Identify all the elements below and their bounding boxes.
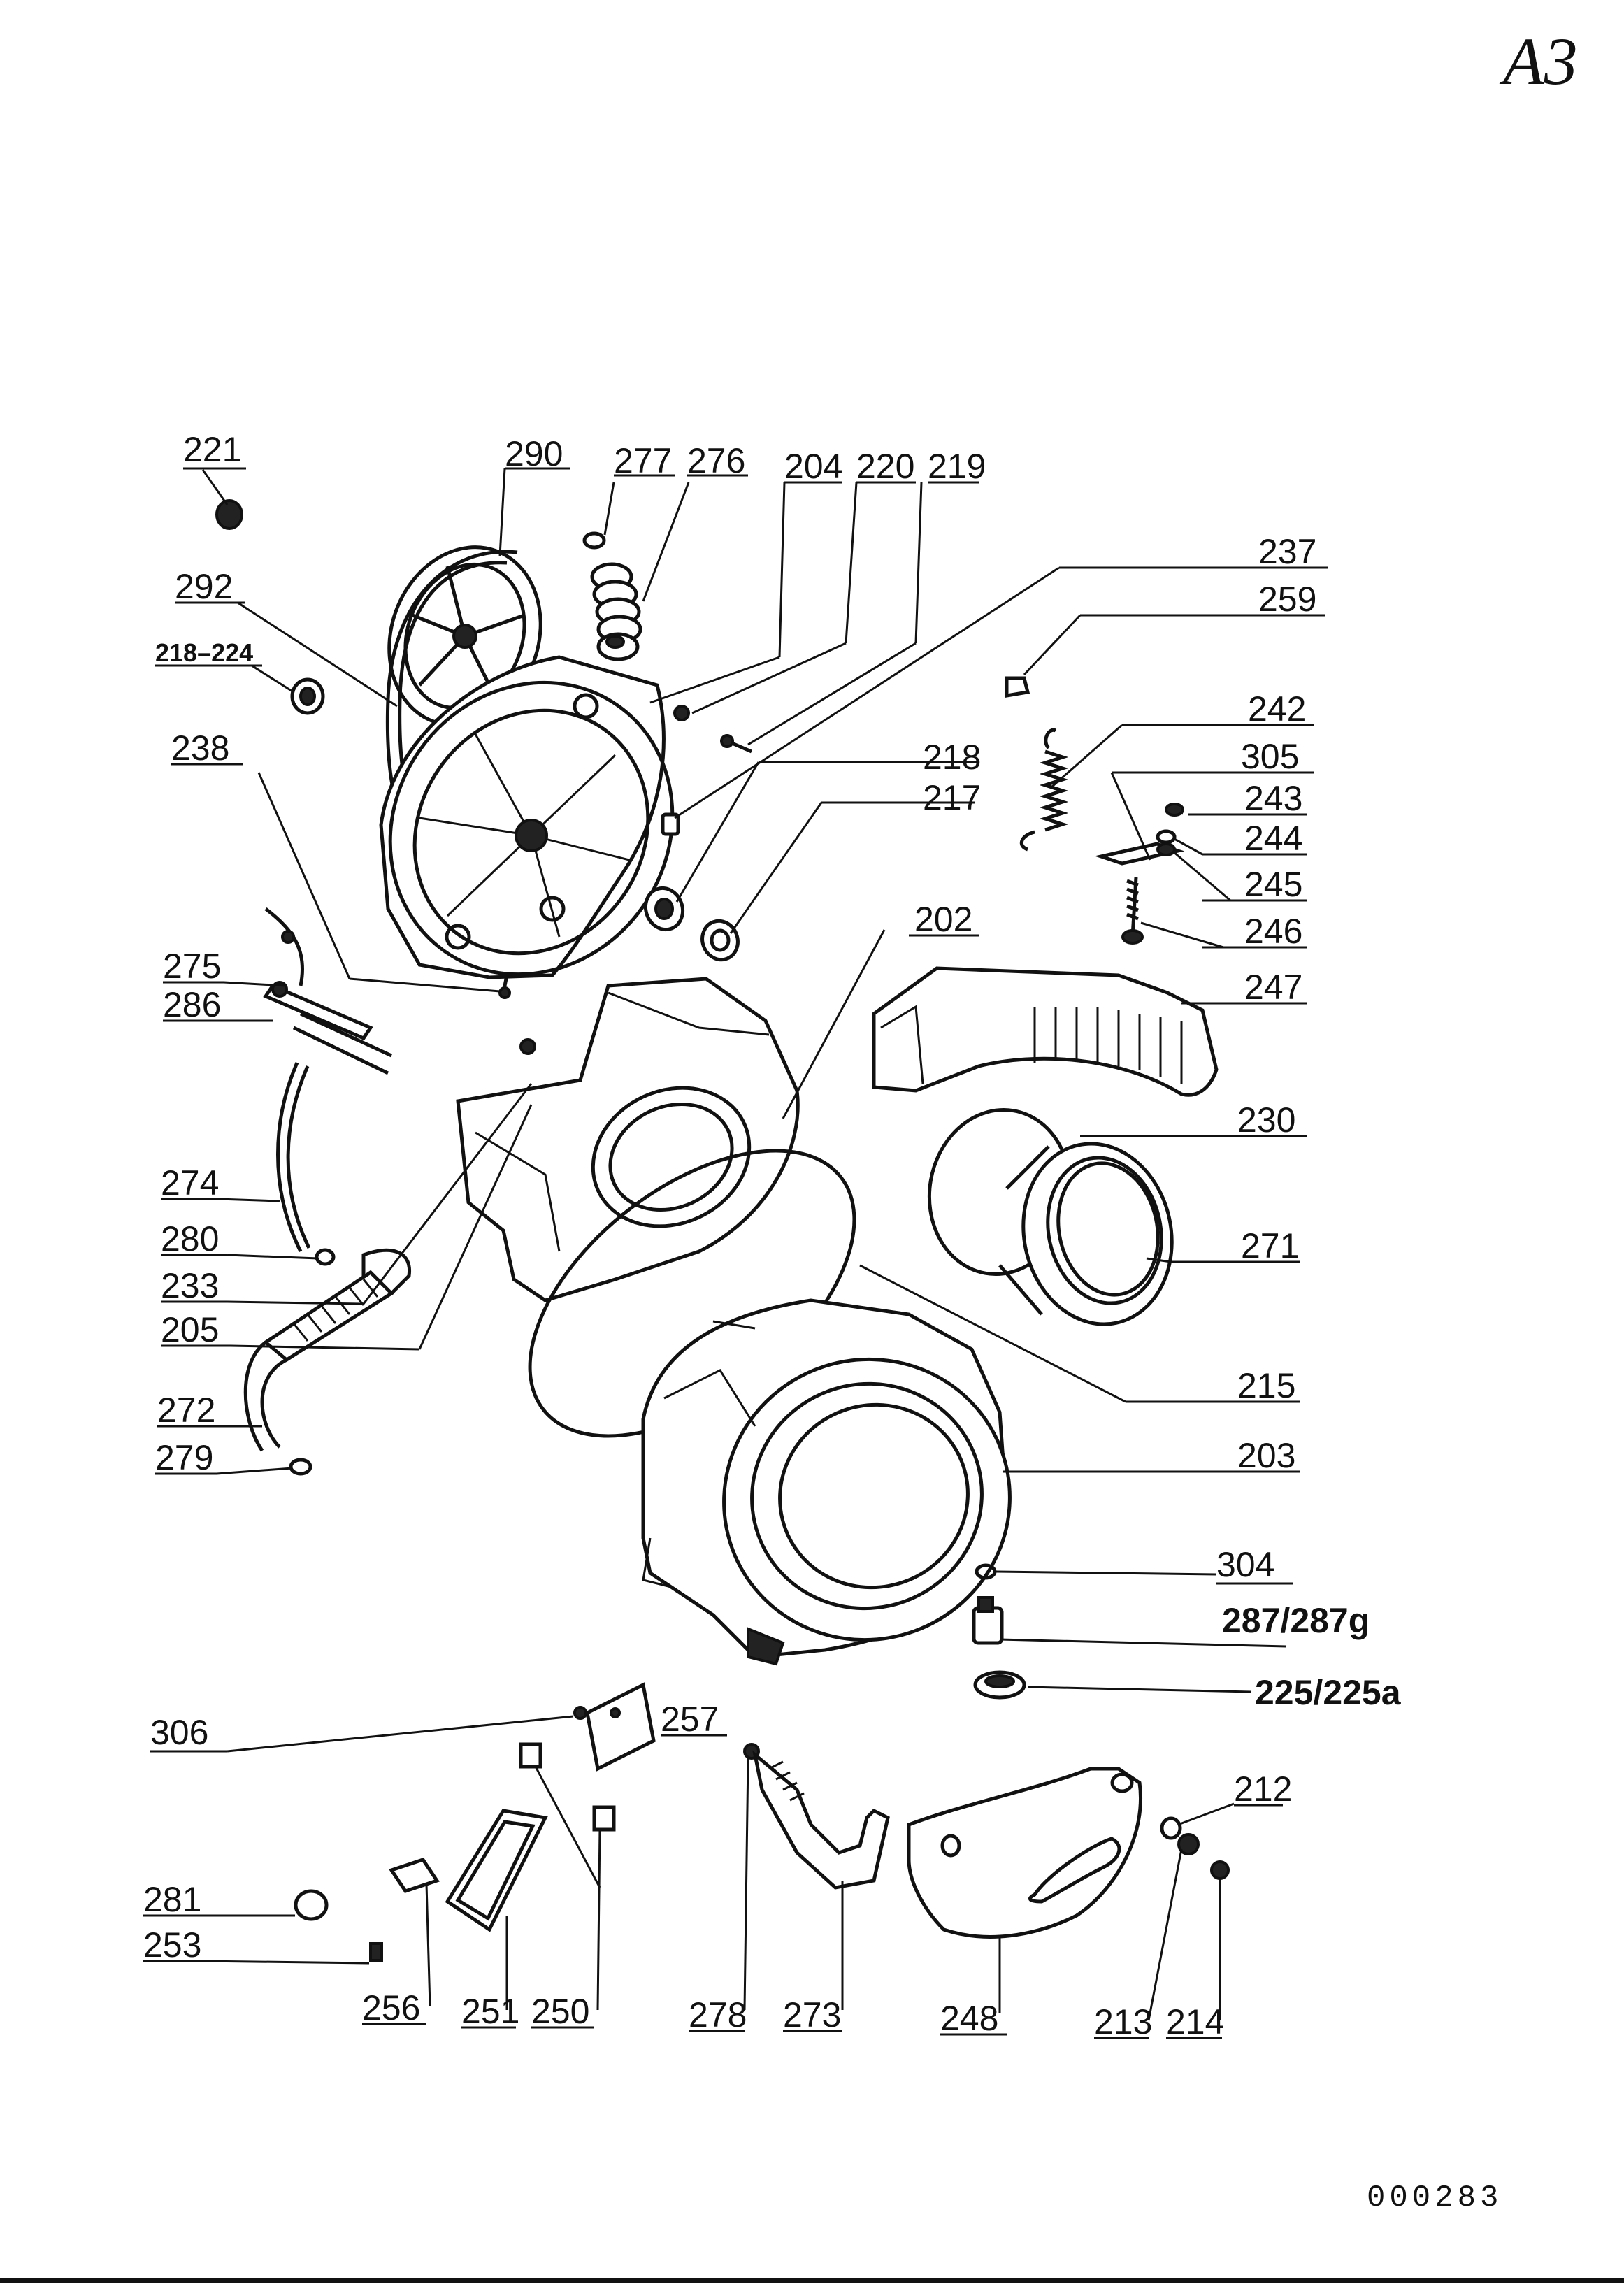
part-219-screw	[720, 734, 752, 754]
label-274: 274	[161, 1163, 219, 1202]
label-281: 281	[143, 1880, 201, 1919]
part-248-weight-plate	[907, 1767, 1142, 1939]
leader-lines	[143, 467, 1328, 2039]
part-281-pad	[294, 1889, 329, 1921]
label-256: 256	[362, 1988, 420, 2027]
part-218-224-bearing	[290, 677, 325, 715]
part-217-bearing	[700, 919, 740, 962]
label-218-224: 218–224	[155, 638, 253, 667]
part-306-screw	[573, 1706, 587, 1720]
part-287-level-switch	[972, 1596, 1004, 1645]
part-253-screw	[369, 1942, 383, 1962]
label-203: 203	[1237, 1436, 1295, 1475]
label-287-287g: 287/287g	[1222, 1601, 1370, 1640]
label-253: 253	[143, 1925, 201, 1965]
part-277-ring	[582, 531, 606, 550]
label-213: 213	[1094, 2002, 1152, 2041]
part-275-hose	[264, 907, 305, 986]
label-251: 251	[461, 1992, 519, 2031]
part-246-bolt	[1121, 877, 1144, 945]
part-237-clip	[661, 812, 680, 836]
label-271: 271	[1241, 1226, 1299, 1265]
part-280-clamp	[315, 1248, 336, 1266]
part-250-plate	[519, 1742, 616, 1832]
label-215: 215	[1237, 1366, 1295, 1405]
part-220-nut	[673, 705, 690, 721]
label-279: 279	[155, 1438, 213, 1477]
label-219: 219	[928, 447, 986, 486]
part-304-o-ring	[975, 1563, 997, 1580]
part-247-counterweight	[872, 966, 1219, 1097]
part-203-outer-tub	[641, 1298, 1012, 1666]
label-257: 257	[661, 1700, 719, 1739]
part-labels: 221 290 277 276 204 220 219 237 259 292 …	[143, 430, 1402, 2041]
part-251-gasket	[445, 1809, 548, 1932]
label-230: 230	[1237, 1100, 1295, 1140]
label-275: 275	[163, 947, 221, 986]
label-244: 244	[1244, 819, 1302, 858]
label-202: 202	[914, 900, 972, 939]
page-mark: A3	[1499, 24, 1578, 99]
label-280: 280	[161, 1219, 219, 1258]
label-304: 304	[1216, 1545, 1274, 1584]
part-274-hose	[276, 1061, 311, 1253]
label-221: 221	[183, 430, 241, 469]
label-245: 245	[1244, 865, 1302, 904]
label-248: 248	[940, 1999, 998, 2038]
part-279-clip	[289, 1458, 312, 1476]
part-256-clip	[389, 1858, 440, 1893]
part-213-washer	[1177, 1833, 1200, 1855]
part-212-washer	[1160, 1816, 1182, 1840]
label-259: 259	[1258, 580, 1316, 619]
part-238-screw	[498, 975, 511, 999]
label-272: 272	[157, 1391, 215, 1430]
label-247: 247	[1244, 968, 1302, 1007]
part-257-plate	[585, 1682, 656, 1772]
label-305: 305	[1241, 737, 1299, 776]
part-225-rubber-pad	[973, 1670, 1026, 1700]
label-242: 242	[1248, 689, 1306, 728]
label-292: 292	[175, 567, 233, 606]
label-220: 220	[856, 447, 914, 486]
part-276-hose	[590, 562, 642, 661]
part-245-washer	[1156, 842, 1176, 856]
label-212: 212	[1234, 1769, 1292, 1809]
part-218-bearing	[644, 886, 684, 932]
label-238: 238	[171, 728, 229, 768]
label-243: 243	[1244, 779, 1302, 818]
label-218: 218	[923, 738, 981, 777]
label-278: 278	[689, 1995, 747, 2034]
part-259-clip	[1005, 676, 1030, 698]
label-225-225a: 225/225a	[1255, 1673, 1402, 1712]
label-205: 205	[161, 1310, 219, 1349]
part-243-washer	[1165, 803, 1184, 817]
part-214-nut	[1210, 1860, 1230, 1880]
part-204-rear-tub-cover	[379, 655, 675, 979]
label-246: 246	[1244, 912, 1302, 951]
part-273-drain-hose	[752, 1750, 890, 1890]
part-221-cap	[215, 499, 243, 530]
part-286-heating-element	[263, 981, 393, 1075]
label-277: 277	[614, 441, 672, 480]
label-286: 286	[163, 985, 221, 1024]
document-number: 000283	[1367, 2181, 1502, 2215]
label-237: 237	[1258, 532, 1316, 571]
label-217: 217	[923, 778, 981, 817]
label-233: 233	[161, 1266, 219, 1305]
label-204: 204	[784, 447, 842, 486]
label-306: 306	[150, 1713, 208, 1752]
label-250: 250	[531, 1992, 589, 2031]
part-244-washer	[1156, 829, 1177, 845]
label-273: 273	[783, 1995, 841, 2034]
part-202-front-tub	[456, 977, 800, 1302]
label-290: 290	[505, 434, 563, 473]
label-214: 214	[1166, 2002, 1224, 2041]
part-271-door-seal	[998, 1142, 1174, 1326]
label-276: 276	[687, 441, 745, 480]
part-272-elbow-hose	[243, 1341, 288, 1452]
part-242-spring	[1019, 728, 1069, 852]
